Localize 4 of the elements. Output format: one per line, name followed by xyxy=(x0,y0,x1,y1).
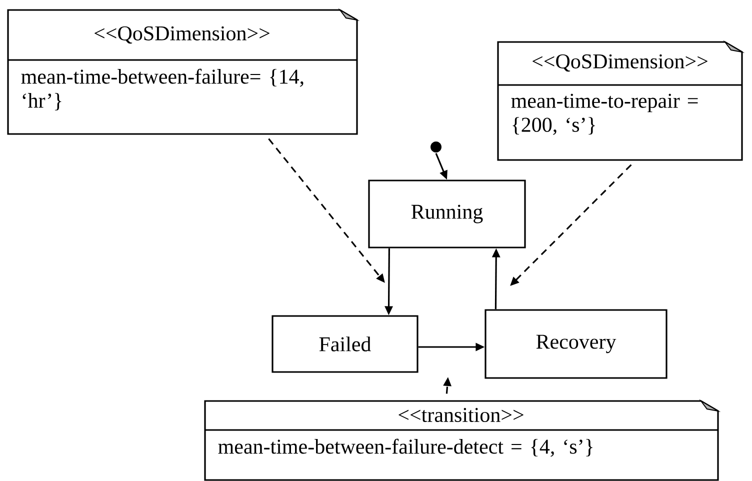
state-box: Failed xyxy=(272,315,418,373)
state-box: Recovery xyxy=(484,309,668,379)
initial-state-dot xyxy=(430,142,442,152)
state-box: Running xyxy=(368,180,526,248)
